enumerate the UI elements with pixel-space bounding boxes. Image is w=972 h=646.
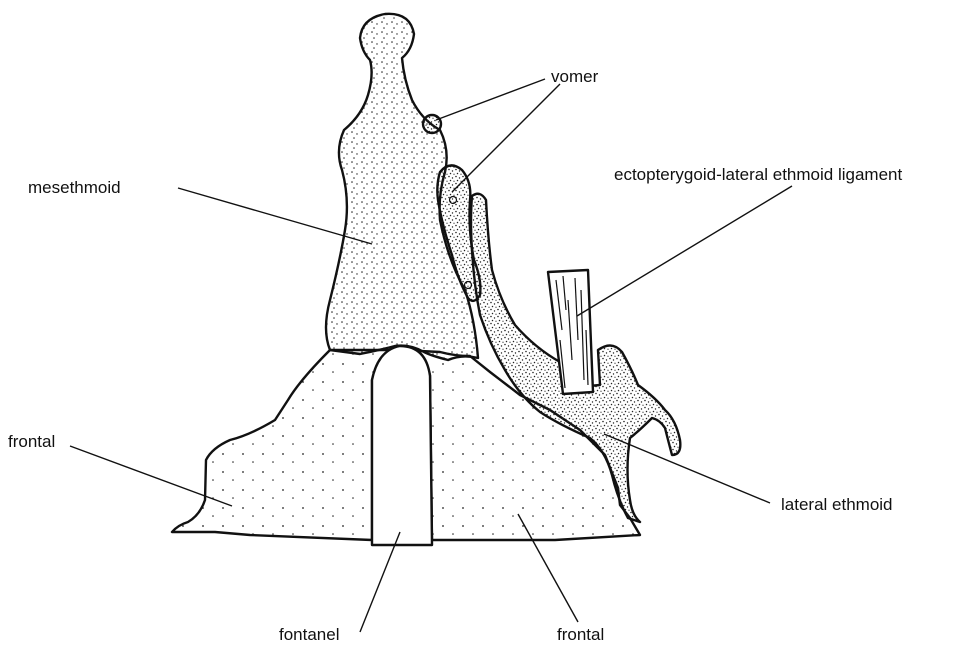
label-fontanel: fontanel — [279, 625, 340, 644]
label-frontal-left: frontal — [8, 432, 55, 451]
label-lateral-ethmoid: lateral ethmoid — [781, 495, 893, 514]
fontanel-opening — [372, 346, 432, 545]
vomer-knob — [423, 115, 441, 133]
vomer-leader-lower — [452, 84, 560, 192]
mesethmoid-leader — [178, 188, 372, 244]
label-frontal-right: frontal — [557, 625, 604, 644]
ligament-leader — [577, 186, 792, 316]
label-ligament: ectopterygoid-lateral ethmoid ligament — [614, 165, 902, 184]
label-mesethmoid: mesethmoid — [28, 178, 121, 197]
label-vomer: vomer — [551, 67, 599, 86]
vomer-leader-upper — [436, 79, 545, 120]
fontanel-leader — [360, 532, 400, 632]
